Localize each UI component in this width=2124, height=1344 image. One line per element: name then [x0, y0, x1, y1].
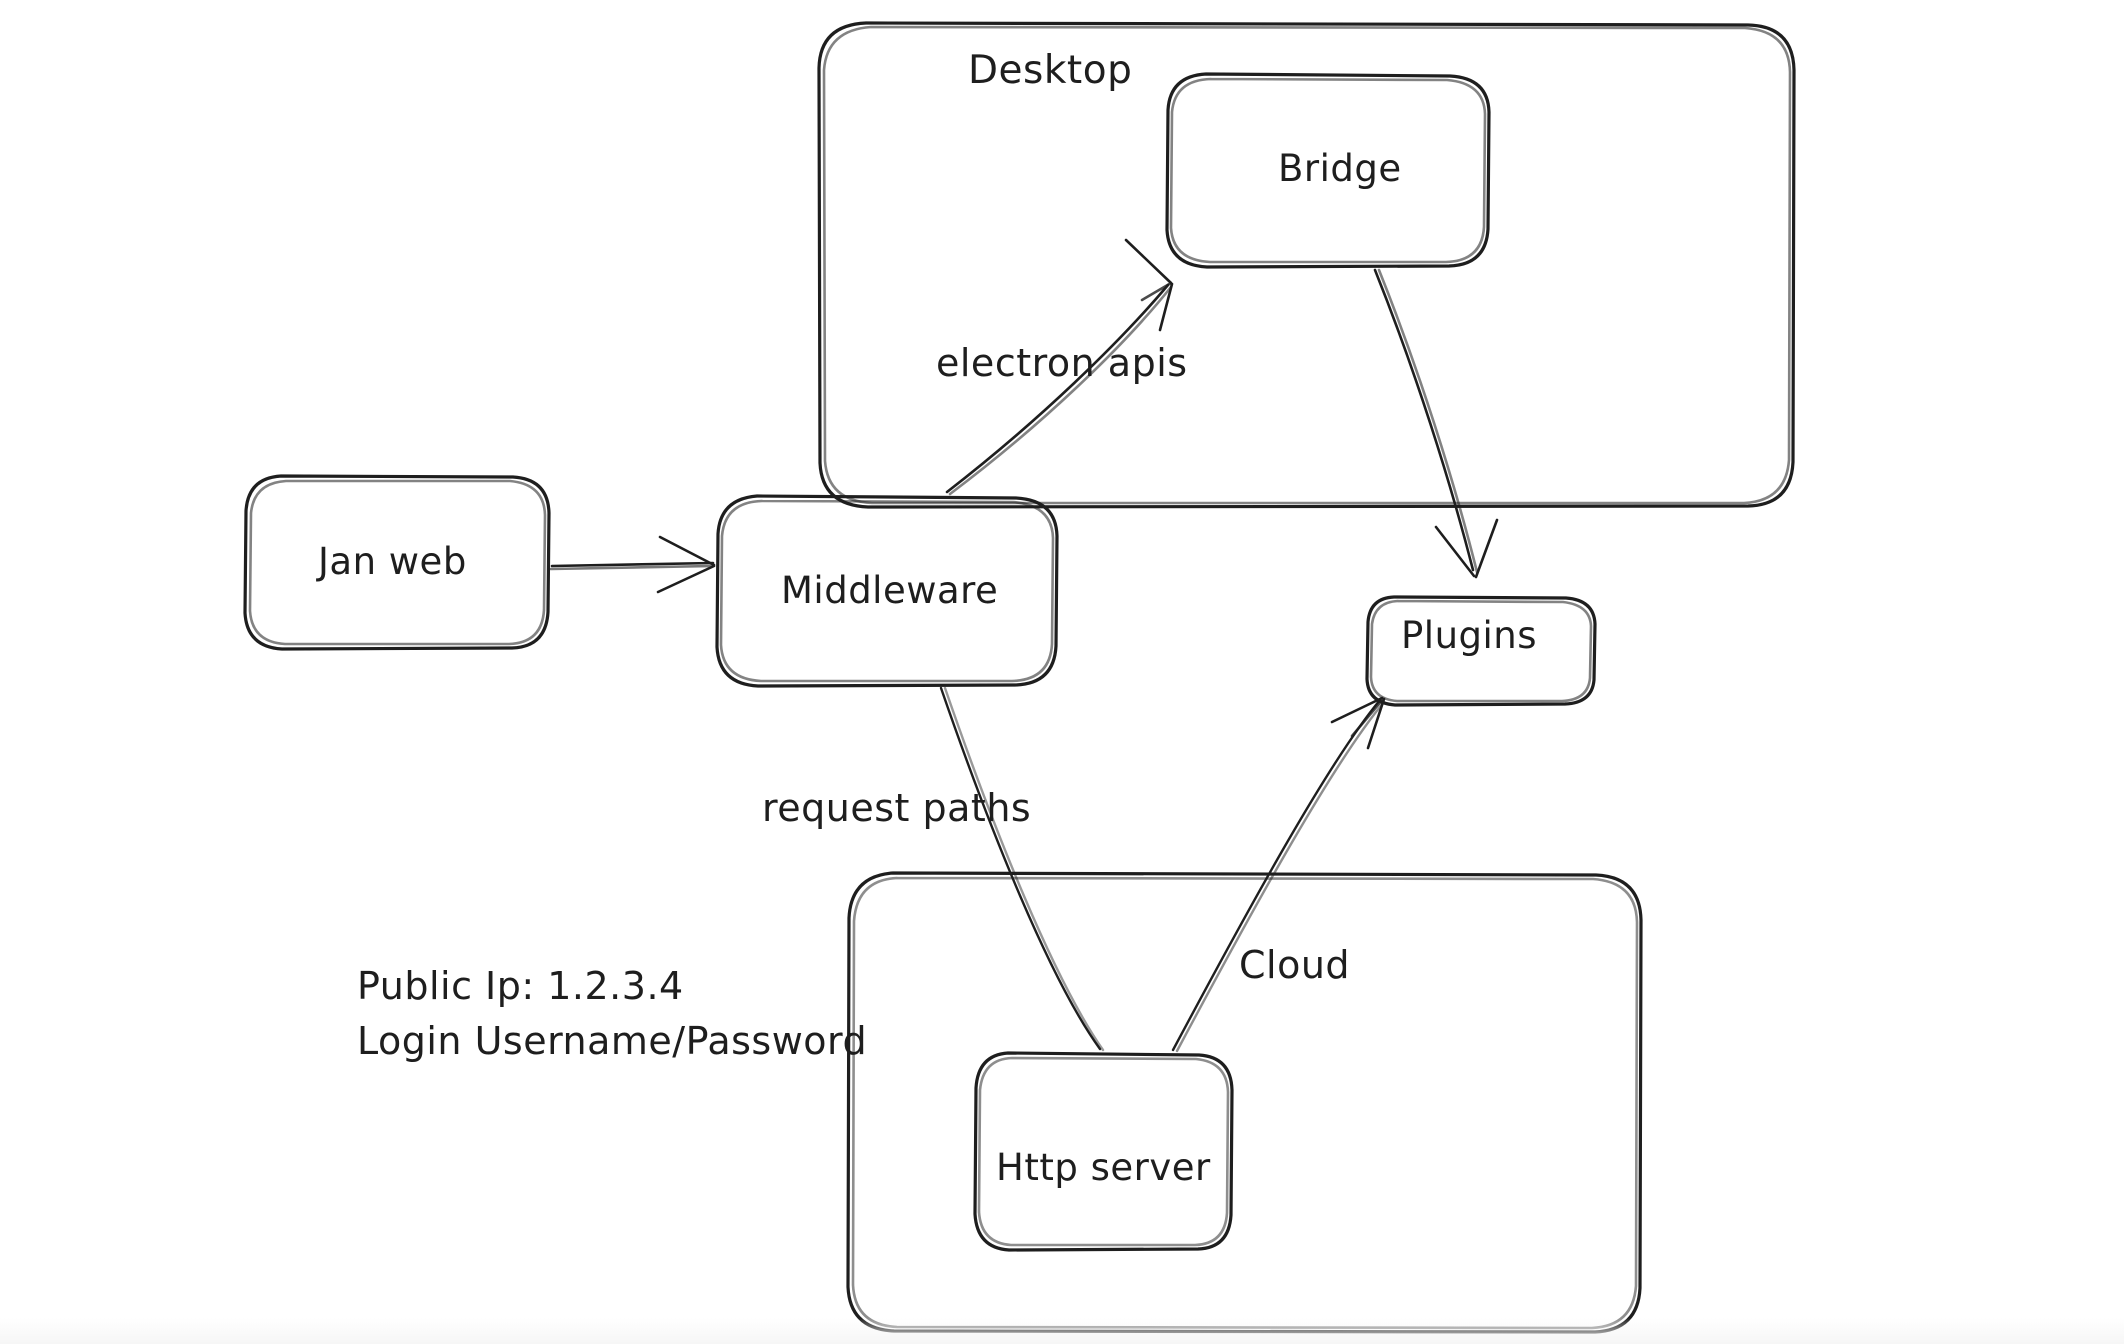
note-login: Login Username/Password: [357, 1019, 868, 1063]
node-label-plugins: Plugins: [1401, 614, 1538, 657]
node-label-bridge: Bridge: [1278, 147, 1402, 190]
group-label-desktop: Desktop: [968, 48, 1133, 93]
group-desktop: [817, 21, 1796, 509]
node-label-jan-web: Jan web: [318, 540, 467, 583]
edge-http-to-plugins: [1171, 696, 1386, 1053]
edge-label-cloud: Cloud: [1239, 943, 1351, 987]
edge-bridge-to-plugins: [1373, 268, 1499, 579]
node-label-middleware: Middleware: [781, 569, 999, 612]
edge-middleware-to-bridge: [945, 238, 1174, 496]
edge-jan-to-middleware: [549, 535, 716, 594]
edge-label-request-paths: request paths: [762, 786, 1032, 830]
node-bridge[interactable]: [1165, 72, 1491, 269]
node-http-server[interactable]: [973, 1051, 1234, 1252]
note-public-ip: Public Ip: 1.2.3.4: [357, 964, 684, 1008]
edge-middleware-to-http: [939, 686, 1105, 1052]
edge-label-electron-apis: electron apis: [936, 341, 1188, 385]
node-plugins[interactable]: [1365, 595, 1597, 707]
node-jan-web[interactable]: [243, 474, 551, 651]
node-middleware[interactable]: [715, 494, 1059, 688]
group-cloud: [846, 871, 1643, 1334]
node-label-http-server: Http server: [996, 1146, 1211, 1189]
